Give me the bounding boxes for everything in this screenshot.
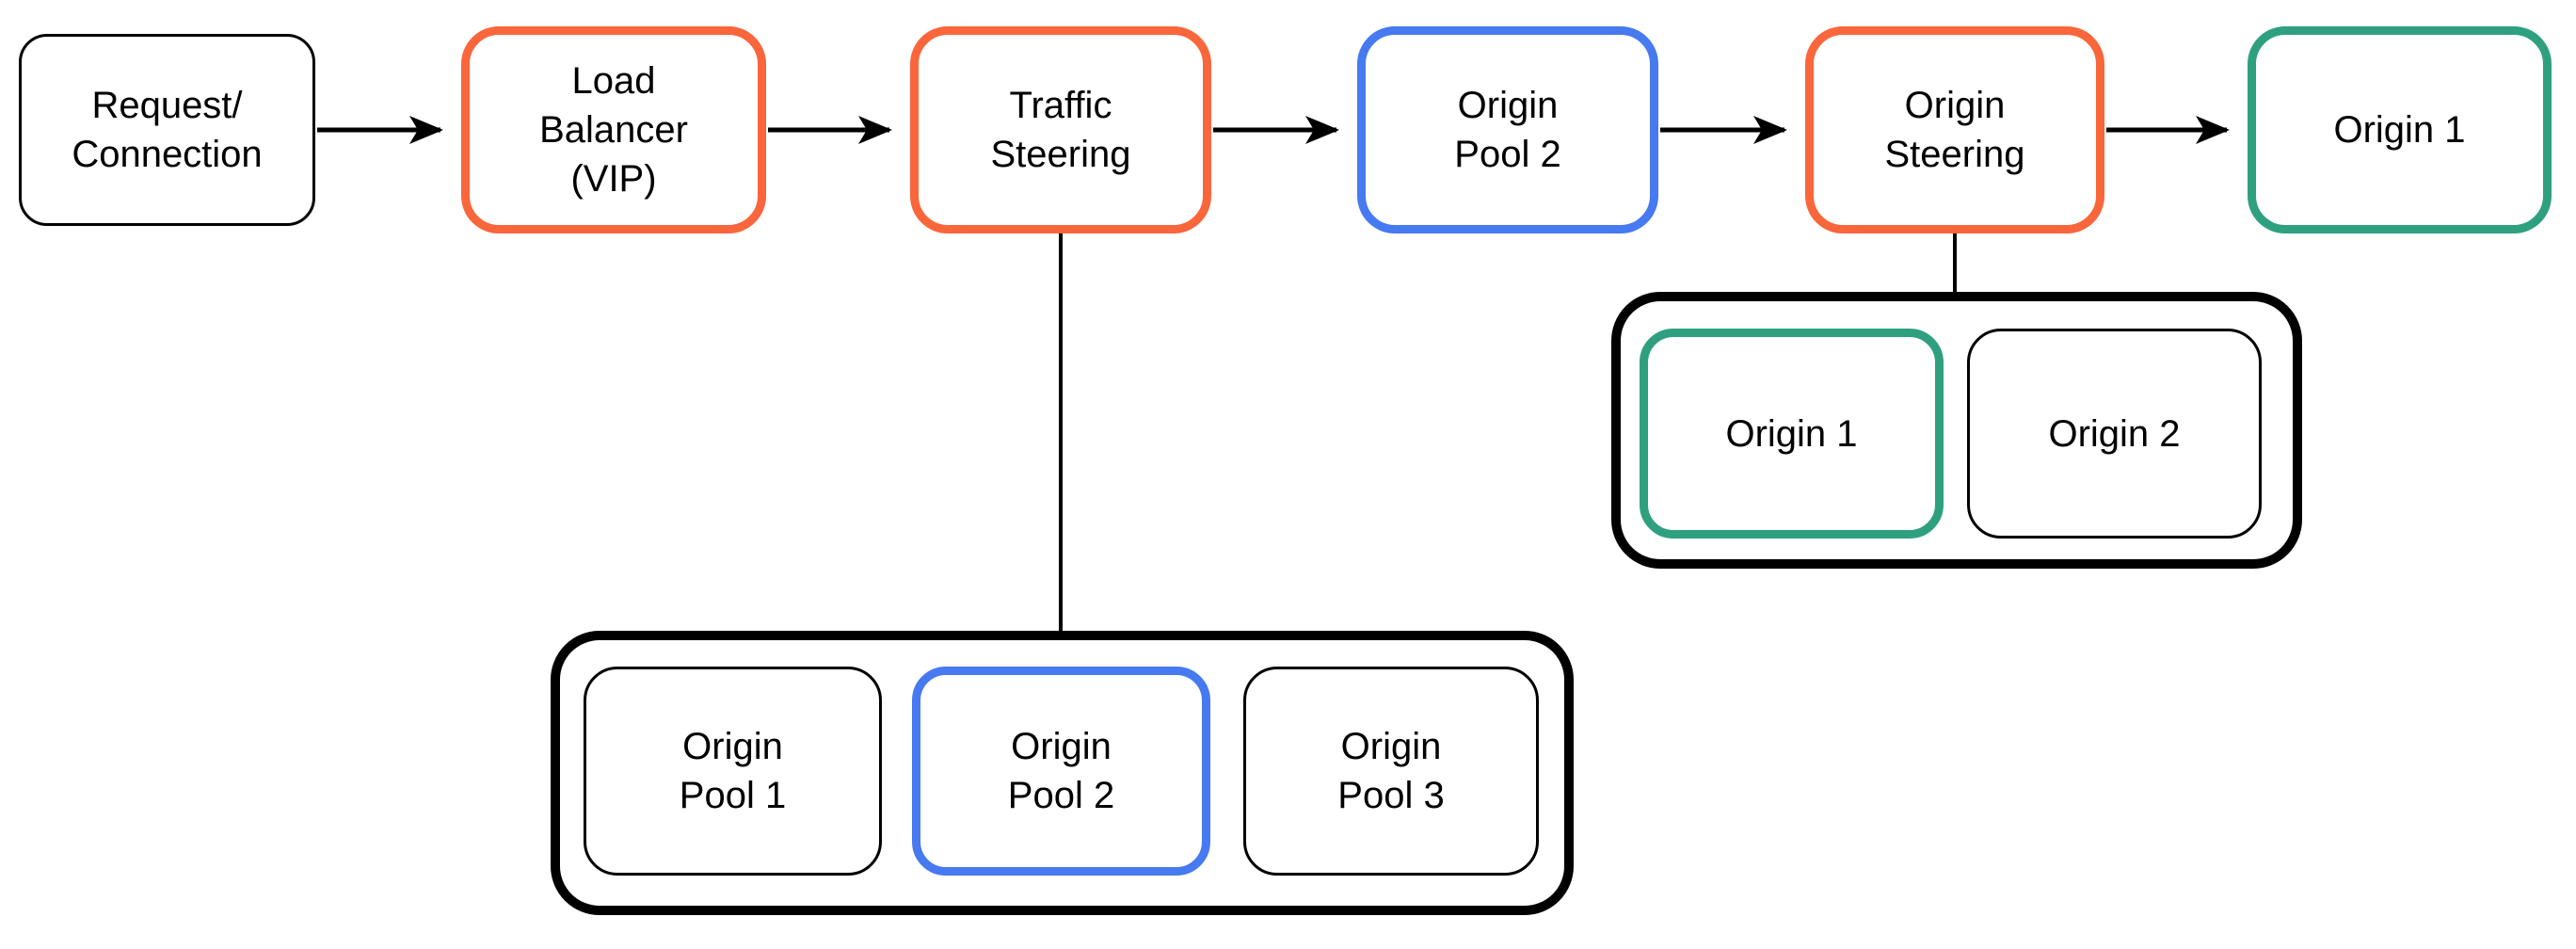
- node-traffic-steering: Traffic Steering: [910, 26, 1211, 233]
- node-origin-pool-1: Origin Pool 1: [584, 667, 882, 876]
- node-load-balancer-vip: Load Balancer (VIP): [461, 26, 766, 233]
- node-origin-pool-2: Origin Pool 2: [912, 667, 1210, 876]
- node-origin-pool-3: Origin Pool 3: [1243, 667, 1539, 876]
- node-request-connection: Request/ Connection: [19, 34, 315, 226]
- node-origin-steering: Origin Steering: [1805, 26, 2104, 233]
- node-origin-1: Origin 1: [1640, 329, 1944, 539]
- node-origin-2: Origin 2: [1967, 329, 2262, 539]
- node-origin-1-selected: Origin 1: [2248, 26, 2552, 233]
- node-origin-pool-2-selected: Origin Pool 2: [1357, 26, 1658, 233]
